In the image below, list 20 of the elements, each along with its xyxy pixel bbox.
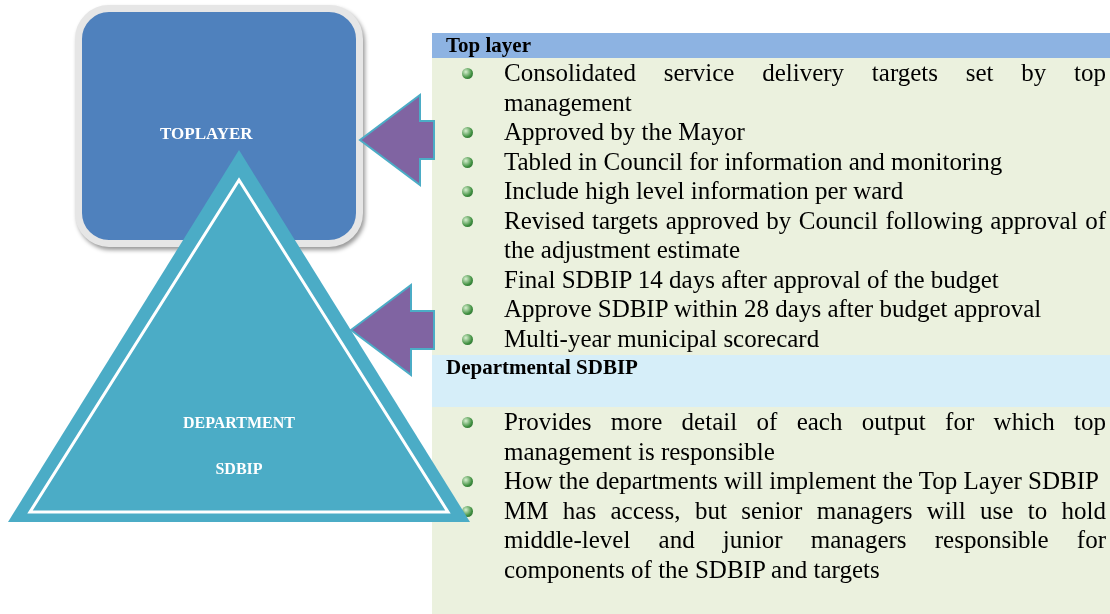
- panel-heading: Top layer: [432, 33, 1110, 58]
- block-arrow: [349, 283, 435, 377]
- bullet-text: Final SDBIP 14 days after approval of the budget: [504, 264, 1000, 294]
- bullet-text: Provides more detail of each output for which top management is responsible: [504, 407, 1106, 466]
- box-label: TOPLAYER: [160, 124, 253, 144]
- panel-heading: Departmental SDBIP: [432, 355, 1110, 407]
- bullet-text: Multi-year municipal scorecard: [504, 323, 821, 353]
- bullet-text: MM has access, but senior managers will use to hold middle-level and junior managers responsible for components of the SDBIP and targets: [504, 495, 1106, 584]
- bullet-text: Include high level information per ward: [504, 176, 905, 206]
- bullet-text: Tabled in Council for information and monitoring: [504, 146, 1004, 176]
- bullet-text: Approve SDBIP within 28 days after budget approval: [504, 294, 1043, 324]
- block-arrow: [358, 93, 435, 187]
- text-panel: [432, 33, 1110, 355]
- rounded-box: [75, 5, 363, 247]
- bullet-text: Approved by the Mayor: [504, 117, 746, 147]
- triangle-label: DEPARTMENT SDBIP: [182, 413, 296, 479]
- bullet-text: Consolidated service delivery targets set by top management: [504, 58, 1106, 117]
- text-panel: [432, 355, 1110, 614]
- bullet-text: How the departments will implement the Top Layer SDBIP: [504, 466, 1100, 496]
- bullet-text: Revised targets approved by Council following approval of the adjustment estimate: [504, 205, 1106, 265]
